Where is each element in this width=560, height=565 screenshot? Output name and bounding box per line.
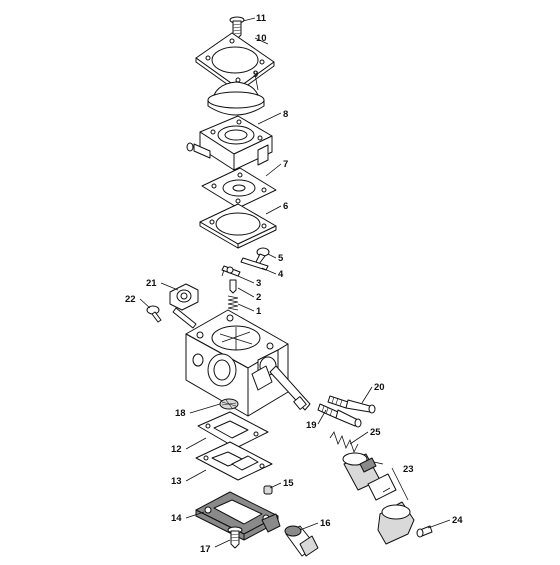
part-6-diaphragm	[199, 203, 277, 249]
label-part-20: 20	[374, 382, 385, 393]
part-16-fuel-fitting	[284, 525, 319, 557]
part-13-diaphragm	[195, 441, 273, 481]
label-part-5: 5	[278, 253, 284, 264]
label-part-16: 16	[320, 518, 331, 529]
part-24-screw-knob	[377, 501, 433, 545]
label-part-15: 15	[283, 478, 294, 489]
label-part-24: 24	[452, 515, 463, 526]
part-5-screw	[255, 247, 270, 265]
label-part-4: 4	[278, 269, 284, 280]
label-part-13: 13	[171, 476, 182, 487]
label-part-3: 3	[256, 278, 261, 289]
part-8-pump-housing	[186, 115, 273, 171]
part-23-choke-knob	[342, 452, 409, 501]
part-3-needle-lever	[221, 265, 241, 277]
part-7-gasket	[201, 167, 277, 209]
part-25-spring	[329, 431, 359, 454]
label-part-23: 23	[403, 464, 414, 475]
part-17-screw	[227, 526, 243, 549]
part-21-throttle-lever	[169, 283, 199, 329]
part-9-primer-bulb	[207, 81, 265, 116]
part-22-screw	[146, 305, 162, 323]
part-1-spring	[227, 295, 239, 311]
part-14-metering-cover	[195, 491, 281, 541]
label-part-2: 2	[256, 292, 261, 303]
part-20-adjustment-screw	[327, 395, 376, 414]
carburetor-body	[185, 309, 311, 417]
label-part-6: 6	[283, 201, 288, 212]
label-part-7: 7	[283, 159, 288, 170]
part-19-adjustment-screw	[317, 403, 362, 428]
leader-lines	[139, 17, 451, 548]
label-part-1: 1	[256, 306, 262, 317]
label-part-18: 18	[175, 408, 186, 419]
label-part-22: 22	[125, 294, 136, 305]
label-part-12: 12	[171, 444, 182, 455]
label-part-19: 19	[306, 420, 317, 431]
part-4-pin	[240, 257, 269, 271]
label-part-8: 8	[283, 109, 288, 120]
part-labels: 11 10 9 8 7 6 5 4 3 2 1 21 22 20 19 25 2…	[125, 13, 463, 555]
label-part-11: 11	[256, 13, 267, 24]
part-2-inlet-needle	[229, 279, 237, 294]
label-part-9: 9	[253, 69, 258, 80]
part-12-gasket	[197, 411, 269, 449]
label-part-14: 14	[171, 513, 182, 524]
label-part-25: 25	[370, 427, 381, 438]
label-part-17: 17	[200, 544, 211, 555]
label-part-10: 10	[256, 33, 267, 44]
part-18-strainer	[219, 398, 239, 410]
label-part-21: 21	[146, 278, 157, 289]
